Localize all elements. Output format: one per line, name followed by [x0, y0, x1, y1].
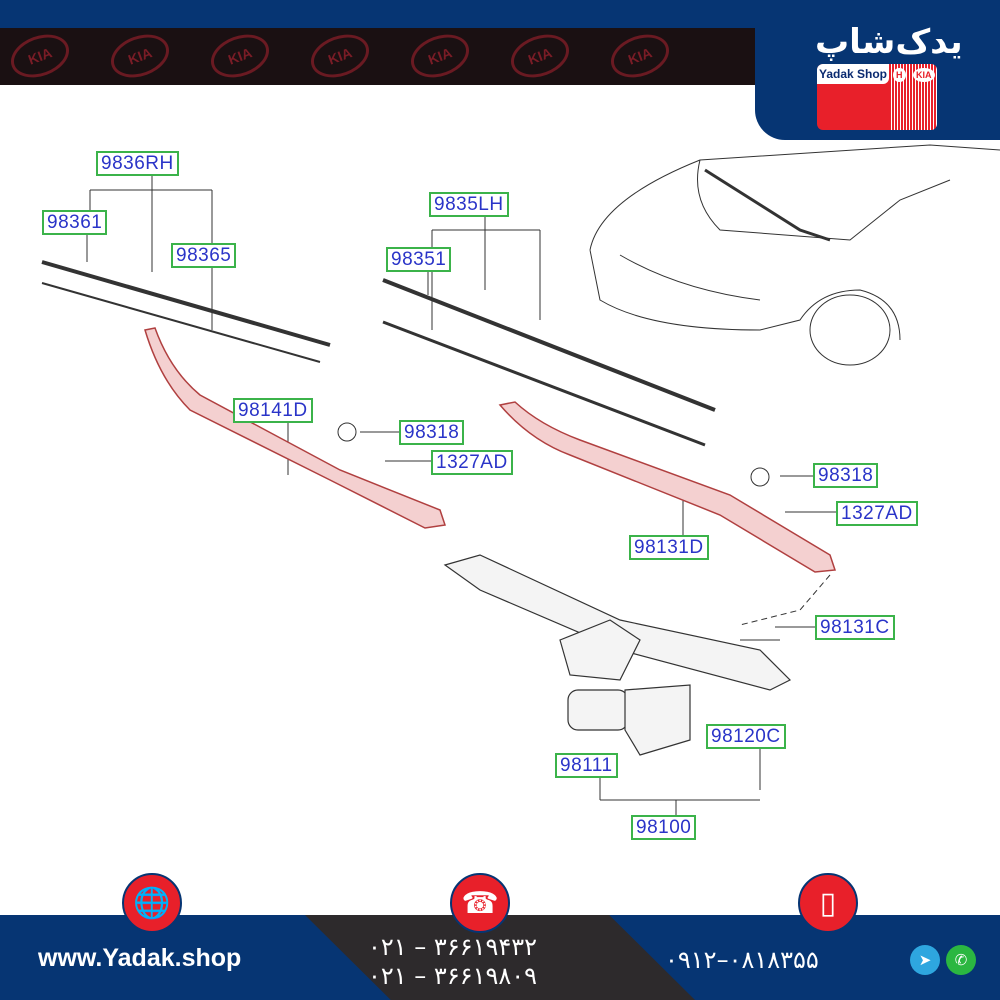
part-label-98141D[interactable]: 98141D [233, 398, 313, 423]
logo-english: Yadak Shop [817, 64, 889, 84]
part-label-9836RH[interactable]: 9836RH [96, 151, 179, 176]
part-label-98351[interactable]: 98351 [386, 247, 452, 272]
mobile-number: ۰۹۱۲–۰۸۱۸۳۵۵ [665, 946, 819, 974]
globe-icon: 🌐 [122, 873, 182, 933]
part-label-98131C[interactable]: 98131C [815, 615, 895, 640]
part-label-98318[interactable]: 98318 [399, 420, 465, 445]
kia-logo-icon: KIA [913, 68, 935, 82]
logo-persian: یدک‌شاپ [815, 22, 963, 62]
telegram-icon[interactable]: ➤ [910, 945, 940, 975]
part-label-98120C[interactable]: 98120C [706, 724, 786, 749]
part-label-98100[interactable]: 98100 [631, 815, 697, 840]
phone-2: ۰۲۱ – ۳۶۶۱۹۸۰۹ [368, 962, 538, 990]
part-label-98111[interactable]: 98111 [555, 753, 618, 778]
phone-1: ۰۲۱ – ۳۶۶۱۹۴۳۲ [368, 933, 538, 961]
part-label-98318-right[interactable]: 98318 [813, 463, 879, 488]
part-label-98361[interactable]: 98361 [42, 210, 108, 235]
part-label-1327AD[interactable]: 1327AD [431, 450, 513, 475]
part-label-98131D[interactable]: 98131D [629, 535, 709, 560]
website-link[interactable]: www.Yadak.shop [38, 944, 242, 972]
whatsapp-icon[interactable]: ✆ [946, 945, 976, 975]
telephone-icon: ☎ [450, 873, 510, 933]
part-label-98365[interactable]: 98365 [171, 243, 237, 268]
logo: یدک‌شاپ Yadak Shop H KIA [755, 0, 1000, 140]
logo-badge: Yadak Shop H KIA [817, 64, 937, 130]
part-label-9835LH[interactable]: 9835LH [429, 192, 509, 217]
wiper-parts-diagram [41, 144, 1000, 815]
hyundai-logo-icon: H [893, 68, 906, 82]
mobile-phone-icon: ▯ [798, 873, 858, 933]
part-label-1327AD-right[interactable]: 1327AD [836, 501, 918, 526]
